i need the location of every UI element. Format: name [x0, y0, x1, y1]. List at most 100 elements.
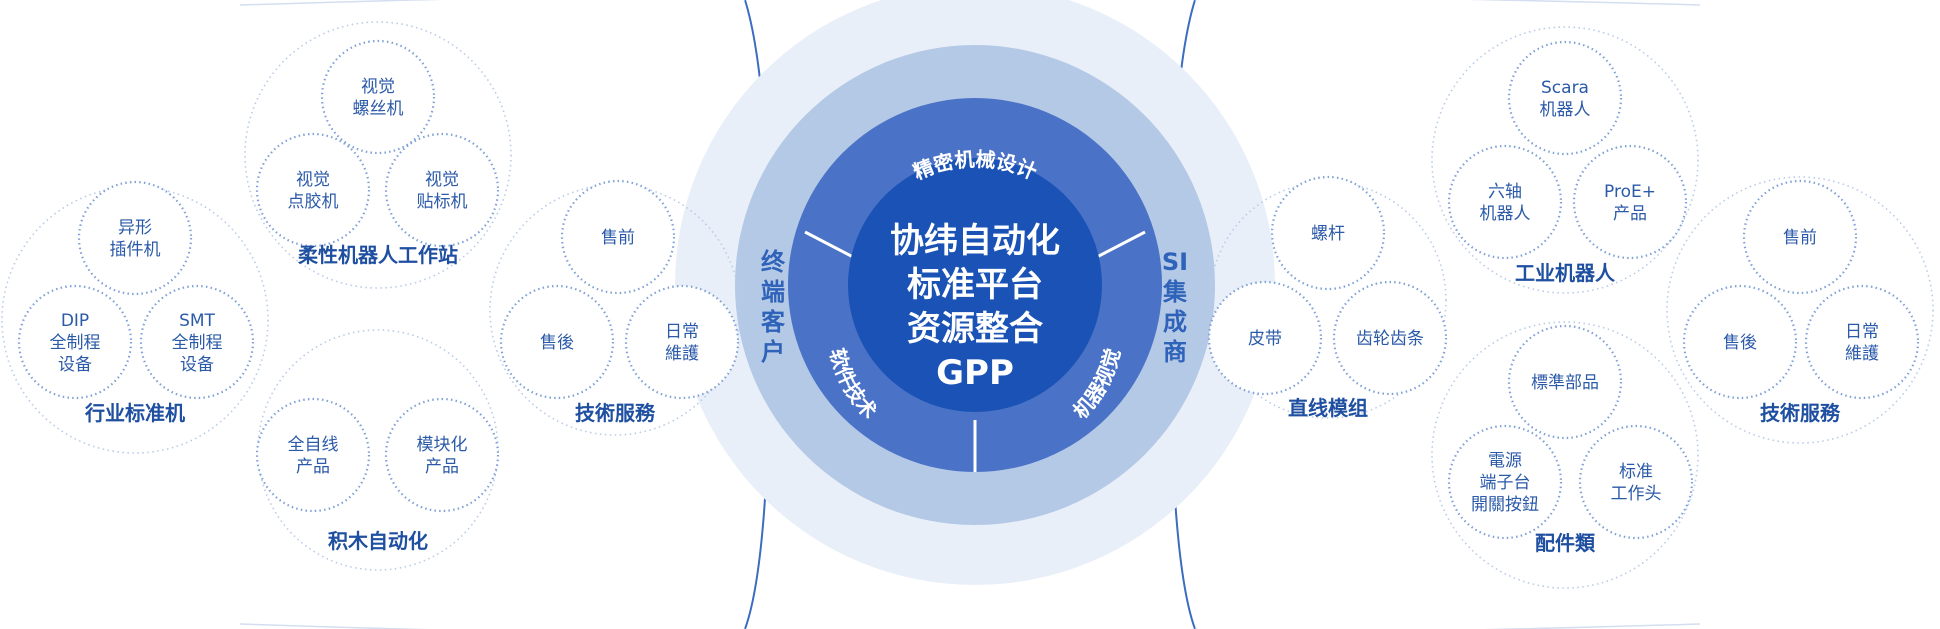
side-label-left-char: 终 [761, 248, 786, 276]
bubble-text: 工作头 [1611, 484, 1662, 504]
bubble-fill [79, 182, 191, 294]
side-label-right-char: SI [1162, 248, 1188, 276]
bubble-ring [1742, 179, 1858, 295]
side-label-left-char: 户 [761, 338, 785, 366]
bubble-ring [1270, 175, 1386, 291]
group-container [244, 21, 512, 289]
bubble-text: 标准 [1619, 462, 1653, 482]
bubble-ring [1572, 144, 1688, 260]
bubble-text: 端子台 [1480, 473, 1531, 493]
core [848, 158, 1102, 412]
bubble-text: 六轴 [1488, 182, 1522, 202]
bubble-fill [141, 286, 253, 398]
bubble-ring [17, 284, 133, 400]
bubble-fill [257, 134, 369, 246]
bubble-text: 插件机 [110, 240, 161, 260]
bubble: 齿轮齿条 [1332, 280, 1448, 396]
bubble-text: 售後 [540, 333, 574, 353]
bubble-text: 電源 [1488, 451, 1522, 471]
bubble-ring [255, 397, 371, 513]
bubble: 售後 [1682, 284, 1798, 400]
side-label-right: SI 集 成 商 [1162, 248, 1188, 366]
bubble-text: 机器人 [1540, 100, 1591, 120]
side-label-right-char: 成 [1163, 308, 1187, 336]
group-label: 技術服務 [1760, 401, 1841, 425]
bubble-text: 视觉 [296, 170, 330, 190]
ring-divider-right [1094, 230, 1146, 260]
group-label: 积木自动化 [328, 529, 428, 553]
group-container [1431, 26, 1699, 294]
bubble-fill [1272, 177, 1384, 289]
bubble-ring [1507, 40, 1623, 156]
bubble-fill [1334, 282, 1446, 394]
bubble-text: 售後 [1723, 333, 1757, 353]
ring-divider-left [804, 230, 856, 260]
bubble-fill [1209, 282, 1321, 394]
bubble: 皮带 [1207, 280, 1323, 396]
group-label: 配件類 [1535, 531, 1596, 555]
group-container [1431, 321, 1699, 589]
bubble-fill [1509, 326, 1621, 438]
bubble: 售前 [1742, 179, 1858, 295]
bubble-text: 標準部品 [1531, 373, 1599, 393]
bubble: 售前 [560, 179, 676, 295]
bubble-fill [1509, 42, 1621, 154]
bubble-fill [1449, 426, 1561, 538]
bubble-text: 售前 [601, 228, 635, 248]
bubble: 螺杆 [1270, 175, 1386, 291]
bubble-ring [624, 284, 740, 400]
group-label: 技術服務 [575, 401, 656, 425]
bubble-fill [1580, 426, 1692, 538]
bubble-text: SMT [179, 311, 215, 331]
bubble-fill [1806, 286, 1918, 398]
bubble-ring [384, 397, 500, 513]
group-label: 柔性机器人工作站 [298, 243, 458, 267]
bubble-fill [386, 399, 498, 511]
bubble-ring [1507, 324, 1623, 440]
bubble-ring [1332, 280, 1448, 396]
center-line-3: 资源整合 [907, 309, 1043, 349]
bubble-ring [1804, 284, 1920, 400]
bubble-text: 維護 [1845, 344, 1879, 364]
center-hub: 精密机械设计 软件技术 机器视觉 协纬自动化 标准平台 资源整合 GPP [675, 0, 1275, 585]
bubble-text: 日常 [665, 322, 699, 342]
bubble-ring [255, 132, 371, 248]
bubble-text: 模块化 [417, 435, 468, 455]
bubble-text: 产品 [296, 457, 330, 477]
bubble-fill [257, 399, 369, 511]
bubble-fill [322, 41, 434, 153]
bubble-text: 视觉 [425, 170, 459, 190]
bubble-text: 全制程 [50, 333, 101, 353]
group-container [1666, 176, 1934, 444]
bubble-text: 售前 [1783, 228, 1817, 248]
bubble-ring [77, 180, 193, 296]
bubble-text: 点胶机 [288, 192, 339, 212]
bubble-text: 设备 [180, 355, 214, 375]
group-label: 行业标准机 [84, 401, 185, 425]
center-line-1: 协纬自动化 [890, 221, 1060, 261]
bubble-text: 日常 [1845, 322, 1879, 342]
bubble-fill [386, 134, 498, 246]
bubble-ring [384, 132, 500, 248]
bubble-fill [501, 286, 613, 398]
bubble-text: 齿轮齿条 [1356, 329, 1424, 349]
side-label-right-char: 集 [1162, 278, 1188, 306]
bubble-text: 产品 [1613, 204, 1647, 224]
bubble-text: 全自线 [288, 435, 339, 455]
group-label: 工业机器人 [1515, 261, 1616, 285]
